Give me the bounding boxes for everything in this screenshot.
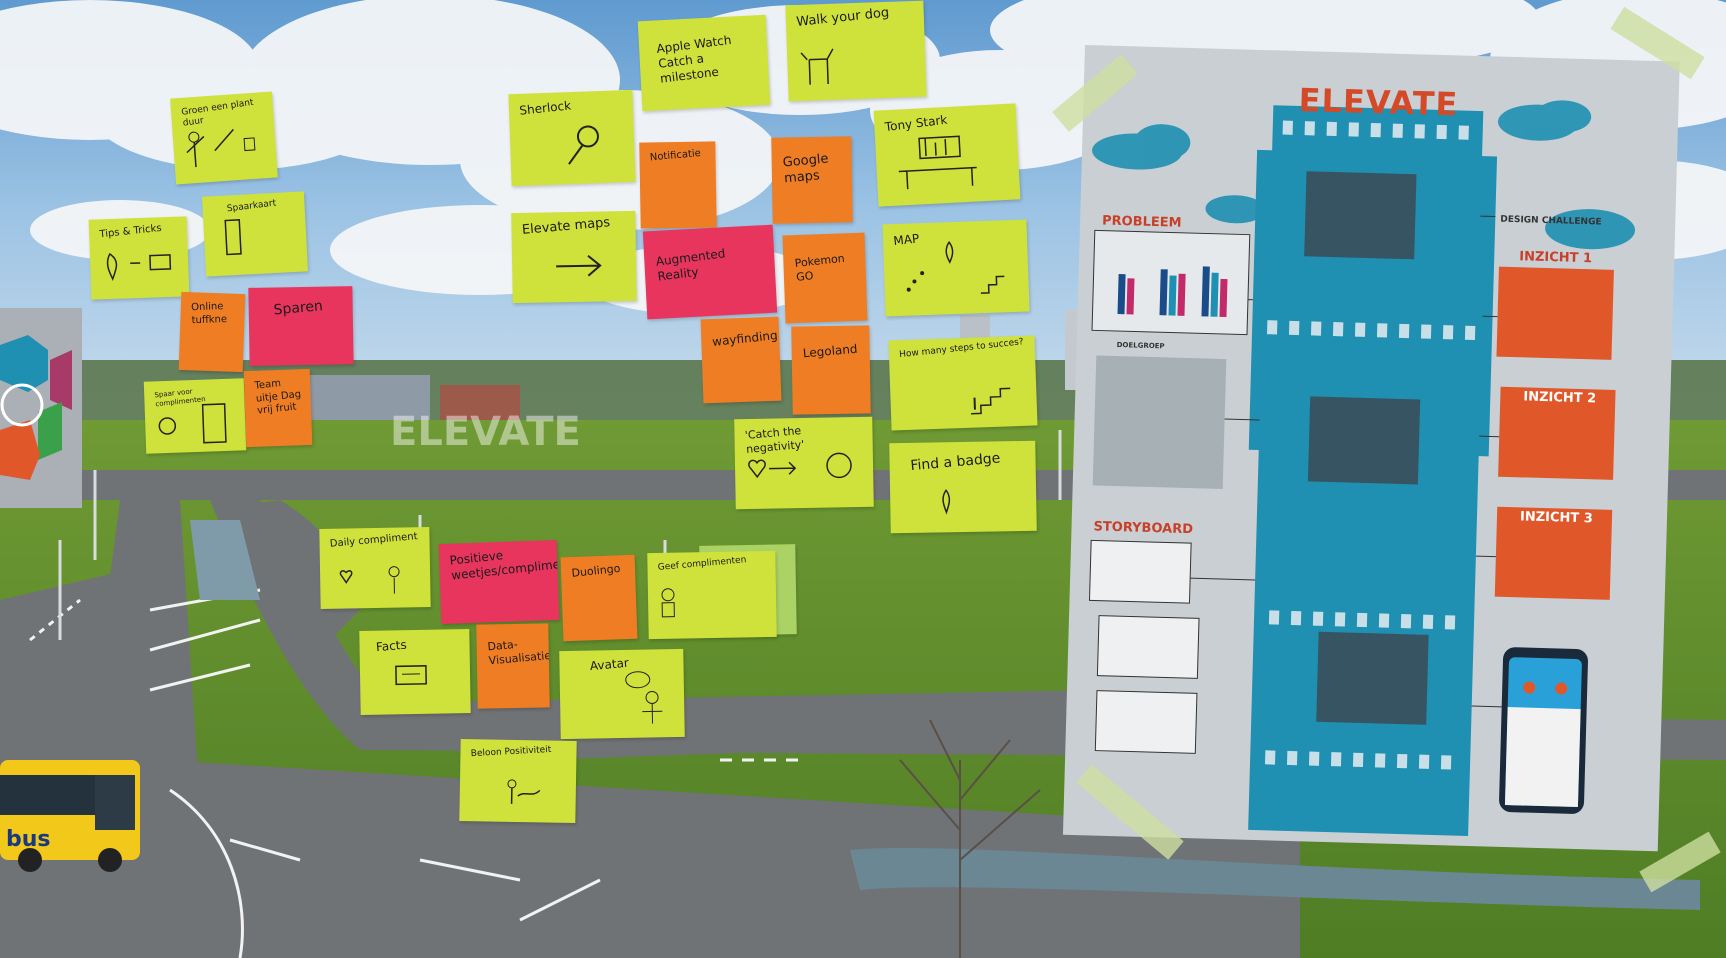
note-text: Elevate maps [521, 215, 611, 238]
note-text: Online tuffkne [191, 301, 228, 326]
poster-inzicht-2: INZICHT 2 [1523, 389, 1597, 407]
note-text: Geef complimenten [657, 555, 747, 573]
note-sherlock: Sherlock [508, 89, 636, 187]
note-text: Apple Watch Catch a milestone [655, 32, 733, 86]
poster-title: ELEVATE [1298, 80, 1459, 124]
bus: bus [0, 760, 140, 872]
note-avatar: Avatar [559, 648, 685, 740]
note-text: Notificatie [649, 148, 702, 164]
poster-inzicht-1: INZICHT 1 [1519, 249, 1593, 267]
note-tips: Tips & Tricks [88, 216, 190, 300]
note-text: Sherlock [518, 98, 572, 118]
note-text: Avatar [589, 655, 630, 674]
note-text: Groen een plant duur [180, 97, 255, 129]
note-text: Augmented Reality [655, 246, 727, 284]
note-text: Facts [375, 637, 408, 655]
note-text: Google maps [782, 151, 830, 187]
note-elevate-maps: Elevate maps [511, 210, 637, 304]
note-augmented: Augmented Reality [642, 224, 778, 320]
svg-text:bus: bus [6, 827, 51, 852]
note-text: Tips & Tricks [98, 222, 163, 241]
note-pokemon: Pokemon GO [782, 232, 868, 324]
note-geef: Geef complimenten [647, 550, 777, 640]
note-beloon: Beloon Positiviteit [459, 738, 577, 824]
poster-graphics [1088, 100, 1636, 837]
note-google: Google maps [771, 136, 853, 224]
note-sparen: Sparen [248, 286, 354, 366]
note-map: MAP [882, 219, 1030, 317]
note-text: Beloon Positiviteit [470, 744, 552, 760]
note-data: Data- Visualisatie [476, 623, 550, 709]
poster-probleem: PROBLEEM [1101, 213, 1182, 231]
window-lettering: ELEVATE [390, 409, 581, 455]
note-apple: Apple Watch Catch a milestone [637, 14, 771, 112]
note-text: Data- Visualisatie [486, 637, 550, 668]
note-text: Team uitje Dag vrij fruit [254, 378, 302, 417]
distant-building-red [440, 385, 520, 420]
note-groen: Groen een plant duur [170, 91, 278, 185]
note-text: Legoland [802, 341, 859, 361]
note-text: Find a badge [909, 450, 1001, 475]
distant-building [300, 375, 430, 420]
note-text: Duolingo [570, 561, 621, 580]
note-steps: How many steps to succes? [888, 335, 1038, 431]
note-spaarkaart: Spaarkaart [201, 191, 309, 277]
note-wayfinding: wayfinding [700, 316, 782, 404]
note-daily: Daily compliment [319, 527, 431, 609]
note-text: Positieve weetjes/complimenten [448, 548, 560, 583]
note-text: wayfinding [711, 328, 779, 349]
note-team: Team uitje Dag vrij fruit [243, 368, 313, 448]
note-legoland: Legoland [791, 325, 871, 415]
note-text: How many steps to succes? [898, 337, 1025, 361]
note-text: Spaarkaart [226, 198, 277, 215]
note-catch: 'Catch the negativity' [734, 416, 874, 510]
note-facts: Facts [359, 629, 471, 715]
note-positieve: Positieve weetjes/complimenten [438, 539, 560, 625]
note-walk: Walk your dog [785, 0, 927, 102]
note-duolingo: Duolingo [560, 554, 638, 642]
note-online: Online tuffkne [178, 291, 246, 373]
canal-bottom [850, 847, 1700, 910]
poster-doelgroep: DOELGROEP [1116, 341, 1165, 351]
poster-storyboard: STORYBOARD [1093, 519, 1194, 538]
poster-inzicht-3: INZICHT 3 [1519, 509, 1594, 527]
left-partial-poster [0, 308, 82, 508]
note-badge: Find a badge [889, 440, 1037, 534]
note-text: Daily compliment [329, 531, 419, 550]
note-text: 'Catch the negativity' [744, 424, 805, 456]
note-text: Spaar voor complimenten [154, 387, 206, 409]
road-markings [29, 588, 800, 958]
note-text: Sparen [272, 298, 324, 319]
bare-tree [899, 719, 1041, 958]
note-notificatie: Notificatie [639, 141, 717, 229]
note-spaar: Spaar voor complimenten [143, 378, 247, 454]
note-text: Tony Stark [884, 112, 949, 135]
note-text: Walk your dog [795, 5, 890, 31]
note-tony: Tony Stark [873, 103, 1021, 207]
note-text: MAP [892, 231, 920, 249]
canal-left [190, 520, 260, 600]
note-text: Pokemon GO [794, 251, 846, 284]
elevate-poster: ELEVATE PROBLEEM DESIGN CHALLENGE INZICH… [1062, 45, 1680, 852]
